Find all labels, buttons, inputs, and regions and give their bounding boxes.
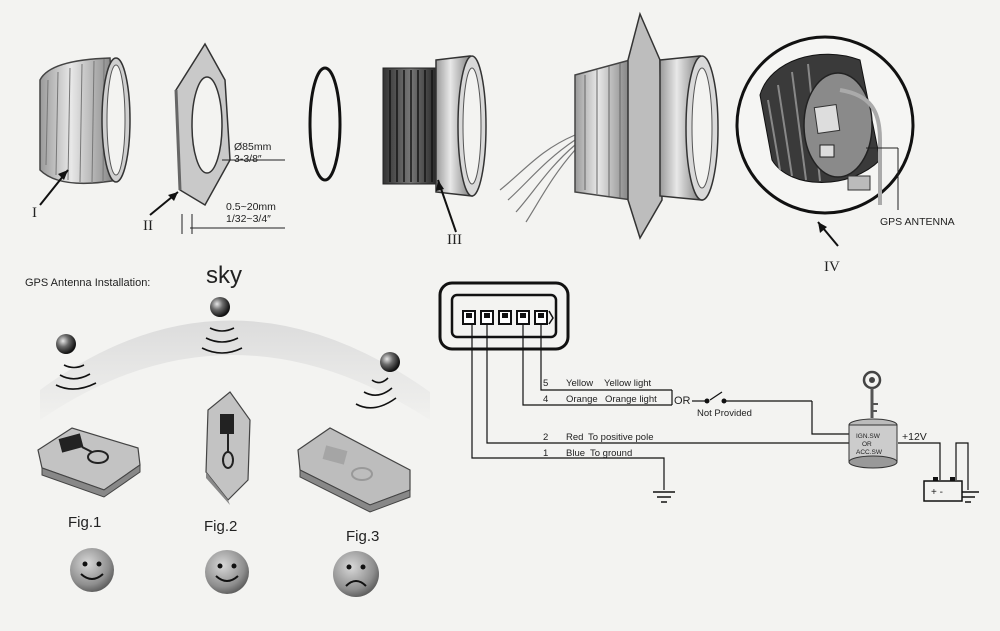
arrow-head-icon: [168, 192, 178, 201]
frown-icon: [333, 551, 379, 597]
arrow-head-icon: [818, 222, 827, 233]
battery-terminals: + -: [931, 487, 943, 498]
rear-view-detail: [735, 35, 915, 215]
arrow-head-icon: [436, 180, 444, 191]
wire5-pin: 5: [543, 378, 548, 389]
not-provided-label: Not Provided: [697, 408, 752, 419]
bezel-diameter-inch-label: 3-3/8″: [234, 153, 262, 165]
key-icon: [862, 370, 882, 418]
ignition-label-2: OR: [862, 441, 872, 448]
wire5-desc: Yellow light: [604, 378, 652, 389]
ignition-switch: IGN.SW OR ACC.SW: [848, 418, 898, 469]
supply-voltage-label: +12V: [902, 431, 927, 443]
sky-band: [40, 320, 430, 420]
satellite-right: [355, 352, 400, 409]
fig2-antenna-vertical: [205, 391, 251, 505]
wire2-pin: 2: [543, 432, 548, 443]
wire2-color: Red: [566, 432, 583, 443]
sky-label: sky: [206, 262, 242, 289]
threaded-nut-part: [382, 55, 487, 197]
ignition-label-3: ACC.SW: [856, 449, 883, 456]
fig1-antenna-flat: [37, 427, 141, 498]
switch-contact: [721, 398, 727, 404]
smile-icon: [70, 548, 114, 592]
satellite-left: [55, 334, 97, 390]
wire1-pin: 1: [543, 448, 548, 459]
bezel-diameter-label: Ø85mm: [234, 141, 272, 153]
part2-label: II: [143, 218, 153, 234]
wire1-color: Blue: [566, 448, 585, 459]
arrow-head-icon: [58, 170, 68, 180]
antenna-install-title: GPS Antenna Installation:: [25, 277, 150, 289]
panel-flange-part: [174, 42, 231, 207]
wire4-desc: Orange light: [605, 394, 657, 405]
part3-label: III: [447, 232, 462, 248]
battery-icon: + -: [923, 477, 963, 502]
or-label: OR: [674, 395, 691, 407]
fig3-antenna-blocked: [297, 427, 411, 513]
connector-plug: [438, 281, 570, 351]
wires: [471, 324, 969, 490]
assembled-gauge: [499, 11, 719, 240]
switch-contact: [704, 398, 710, 404]
bezel-ring-part: [39, 57, 131, 185]
part1-label: I: [32, 205, 37, 221]
satellite-top: [201, 297, 243, 354]
panel-thickness-inch-label: 1/32~3/4″: [226, 213, 271, 225]
wire1-desc: To ground: [590, 448, 632, 459]
fig3-label: Fig.3: [346, 528, 379, 545]
part4-label: IV: [824, 259, 840, 275]
ignition-label-1: IGN.SW: [856, 433, 881, 440]
wire2-desc: To positive pole: [588, 432, 653, 443]
wire5-color: Yellow: [566, 378, 593, 389]
wire4-color: Orange: [566, 394, 598, 405]
panel-thickness-label: 0.5~20mm: [226, 201, 276, 213]
wire4-pin: 4: [543, 394, 548, 405]
smile-icon: [205, 550, 249, 594]
fig1-label: Fig.1: [68, 514, 101, 531]
gps-antenna-label: GPS ANTENNA: [880, 216, 955, 228]
ground-icon: [653, 491, 675, 503]
fig2-label: Fig.2: [204, 518, 237, 535]
o-ring-part: [308, 66, 342, 182]
